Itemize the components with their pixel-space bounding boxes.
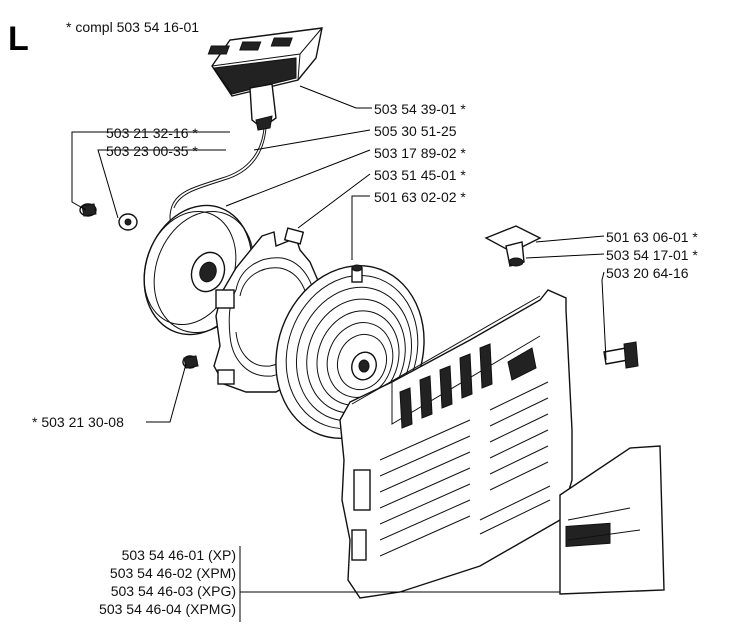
starter-housing: [339, 289, 573, 599]
pin: [351, 264, 363, 283]
label-washer: 503 23 00-35 *: [106, 143, 198, 159]
rope-guide: [484, 225, 542, 267]
label-housing: 503 54 17-01 *: [606, 247, 698, 263]
label-small-screw: * 503 21 30-08: [32, 414, 124, 430]
kit-note: * compl 503 54 16-01: [66, 19, 199, 35]
decal-label: 503 54 46-01 (XP): [122, 547, 236, 563]
starter-handle: [207, 27, 323, 131]
label-handle: 503 54 39-01 *: [374, 101, 466, 117]
label-rope: 505 30 51-25: [374, 123, 457, 139]
decal-label: 503 54 46-04 (XPMG): [99, 601, 236, 617]
label-rope-guide: 501 63 06-01 *: [606, 229, 698, 245]
screw-and-washer: [79, 203, 138, 231]
decal-label: 503 54 46-02 (XPM): [110, 565, 236, 581]
label-pulley: 503 17 89-02 *: [374, 145, 466, 161]
leader-lines: [71, 85, 607, 593]
label-pin: 501 63 02-02 *: [374, 189, 466, 205]
label-screw: 503 21 32-16 *: [106, 125, 198, 141]
decal-label: 503 54 46-03 (XPG): [111, 583, 236, 599]
section-letter: L: [8, 20, 29, 58]
decal-labels: 503 54 46-01 (XP) 503 54 46-02 (XPM) 503…: [99, 546, 241, 622]
bolt: [603, 341, 639, 369]
label-bolt: 503 20 64-16: [606, 265, 689, 281]
label-spring-housing: 503 51 45-01 *: [374, 167, 466, 183]
decal: [559, 445, 665, 595]
